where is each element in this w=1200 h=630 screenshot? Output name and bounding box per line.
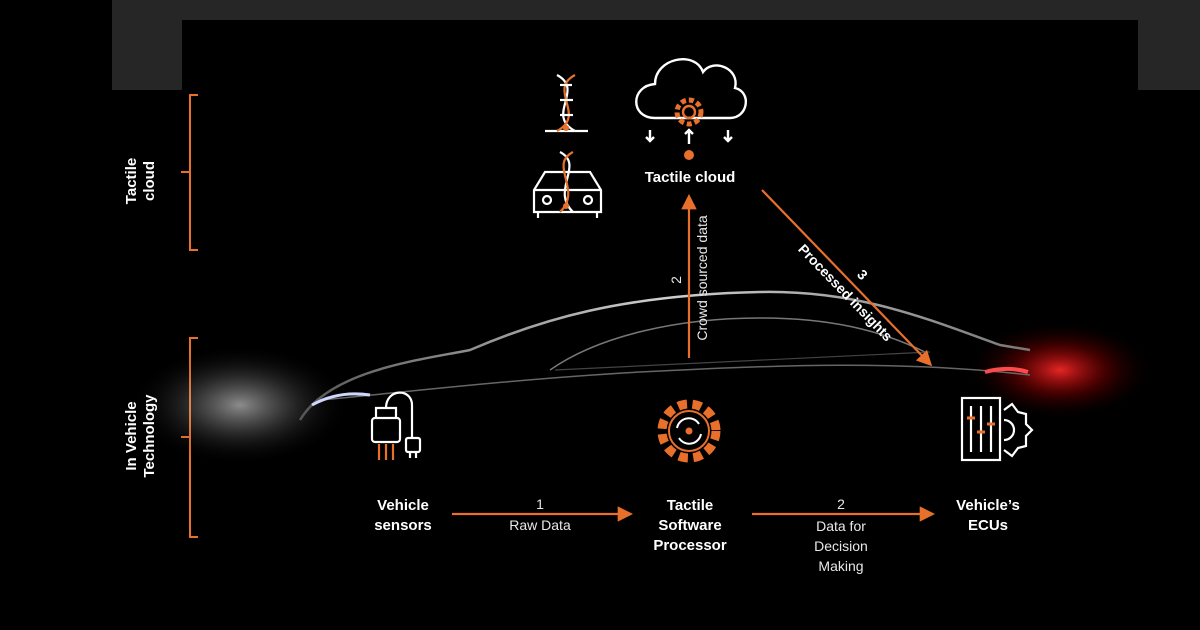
edge-raw-number: 1 (536, 496, 544, 512)
edge-decision-number: 2 (837, 496, 845, 512)
dna-icon (545, 74, 588, 133)
edge-raw-label: Raw Data (509, 517, 571, 533)
node-software-processor: Tactile Software Processor (653, 497, 727, 554)
sensor-plug-icon (370, 391, 422, 460)
edge-crowd-label: Crowd sourced data (694, 215, 710, 341)
node-vehicle-sensors: Vehicle sensors (374, 497, 432, 534)
side-label-text: Tactile cloud (123, 157, 158, 205)
ecu-icon (960, 396, 1034, 462)
cloud-gear-icon (635, 58, 747, 160)
window-frame-right (1138, 0, 1200, 90)
bracket-tactile-cloud (181, 94, 198, 251)
edge-insights-number: 3 (854, 266, 871, 283)
window-frame-top (112, 0, 1200, 20)
gear-cycle-icon (657, 399, 721, 463)
side-label-in-vehicle: In Vehicle Technology (123, 351, 159, 521)
node-vehicle-ecus: Vehicle’s ECUs (956, 497, 1020, 534)
edge-crowd-number: 2 (668, 276, 684, 284)
side-label-text: In Vehicle Technology (123, 394, 158, 478)
window-frame-left (112, 0, 182, 90)
edge-decision-label: Data for Decision Making (814, 518, 868, 574)
side-label-tactile-cloud: Tactile cloud (123, 96, 159, 266)
car-dna-icon (532, 151, 603, 218)
arrow-processed-insights (761, 189, 933, 367)
car-silhouette (130, 290, 1155, 465)
node-tactile-cloud: Tactile cloud (644, 169, 736, 186)
